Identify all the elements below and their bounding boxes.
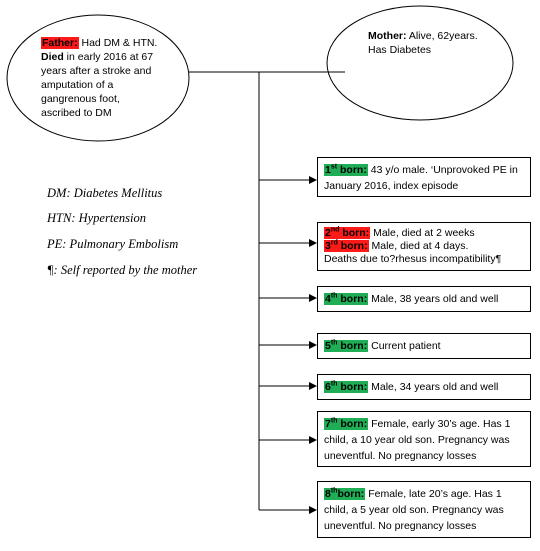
mother-text: Mother: Alive, 62years. Has Diabetes bbox=[368, 29, 488, 57]
child-box-8: 8thborn: Female, late 20’s age. Has 1 ch… bbox=[317, 481, 531, 538]
child-box-5: 5th born: Current patient bbox=[317, 333, 531, 359]
child-label: 1st born: bbox=[324, 163, 368, 176]
child-desc: 43 y/o male. ‘Unprovoked PE in January 2… bbox=[324, 164, 518, 192]
child-box-7: 7th born: Female, early 30’s age. Has 1 … bbox=[317, 411, 531, 467]
child-box-1: 1st born: 43 y/o male. ‘Unprovoked PE in… bbox=[317, 157, 531, 197]
child-label: 2nd born: bbox=[324, 226, 371, 239]
child-label: 8thborn: bbox=[324, 487, 366, 500]
child-box-6: 6th born: Male, 34 years old and well bbox=[317, 374, 531, 400]
child-desc: Male, died at 2 weeks bbox=[370, 227, 475, 239]
child-label: 5th born: bbox=[324, 339, 369, 352]
child-desc: Deaths due to?rhesus incompatibility¶ bbox=[324, 253, 502, 265]
legend-htn: HTN: Hypertension bbox=[47, 211, 146, 225]
child-box-2-3: 2nd born: Male, died at 2 weeks 3rd born… bbox=[317, 222, 531, 271]
child-desc: Female, early 30’s age. Has 1 child, a 1… bbox=[324, 418, 511, 462]
child-desc: Male, died at 4 days. bbox=[368, 240, 469, 252]
child-label: 4th born: bbox=[324, 292, 369, 305]
father-desc-2: in early 2016 at 67 years after a stroke… bbox=[41, 51, 154, 119]
child-box-4: 4th born: Male, 38 years old and well bbox=[317, 286, 531, 312]
legend-pe: PE: Pulmonary Embolism bbox=[47, 237, 179, 251]
child-desc: Male, 38 years old and well bbox=[368, 293, 499, 305]
father-died-label: Died bbox=[41, 51, 64, 63]
child-desc: Current patient bbox=[368, 340, 441, 352]
legend-self-report: ¶: Self reported by the mother bbox=[47, 263, 198, 277]
child-label: 6th born: bbox=[324, 380, 369, 393]
father-label: Father: bbox=[41, 37, 79, 49]
child-desc: Female, late 20’s age. Has 1 child, a 5 … bbox=[324, 488, 504, 532]
mother-desc: Alive, 62years. Has Diabetes bbox=[368, 30, 478, 56]
mother-ellipse bbox=[326, 5, 514, 121]
mother-label: Mother: bbox=[368, 30, 407, 42]
child-label: 7th born: bbox=[324, 417, 369, 430]
child-label: 3rd born: bbox=[324, 239, 369, 252]
father-desc-1: Had DM & HTN. bbox=[78, 37, 158, 49]
legend-dm: DM: Diabetes Mellitus bbox=[47, 186, 163, 200]
father-text: Father: Had DM & HTN. Died in early 2016… bbox=[41, 36, 159, 120]
child-desc: Male, 34 years old and well bbox=[368, 381, 499, 393]
